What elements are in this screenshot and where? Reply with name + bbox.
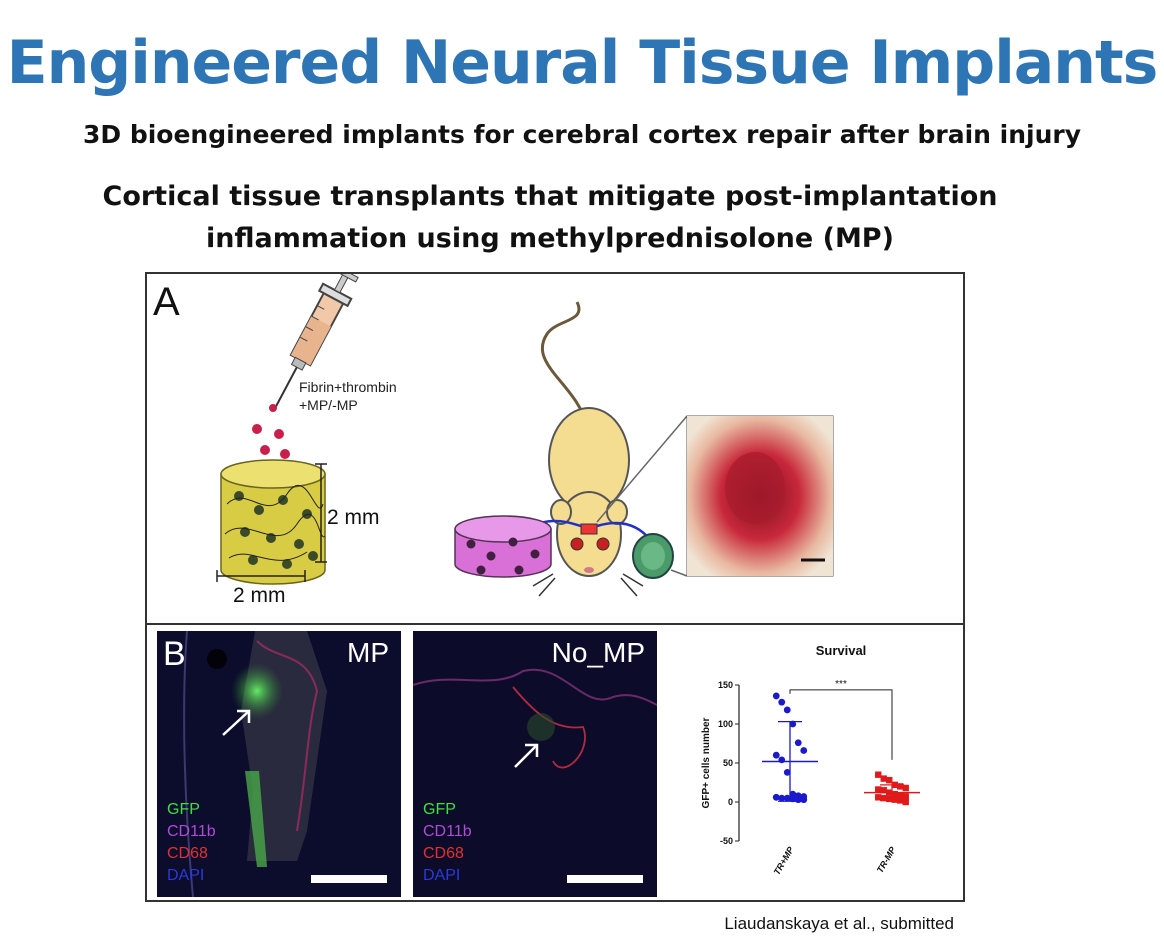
data-point-0-1 [778,698,786,706]
data-point-1-10 [897,792,904,799]
data-point-0-17 [800,796,808,804]
citation: Liaudanskaya et al., submitted [724,914,954,933]
legend-dapi-2: DAPI [423,867,461,884]
slide-subtitle: 3D bioengineered implants for cerebral c… [82,120,1082,149]
y-tick-label-0: -50 [720,836,733,846]
surgical-photo [686,415,834,577]
data-point-1-13 [880,794,887,802]
data-point-0-4 [794,739,802,747]
legend-dapi: DAPI [167,867,205,884]
heading-line-1: Cortical tissue transplants that mitigat… [102,181,998,212]
data-point-0-7 [778,756,786,764]
data-point-0-2 [783,706,791,714]
height-dimension-label: 2 mm [327,506,380,529]
syringe-label-1: Fibrin+thrombin [299,379,397,395]
y-tick-label-3: 100 [718,719,733,729]
heading-line-2: inflammation using methylprednisolone (M… [206,223,894,254]
y-tick-label-1: 0 [728,797,733,807]
legend-cd68-2: CD68 [423,845,464,862]
legend-cd11b-2: CD11b [423,823,472,840]
significance-label: *** [835,679,847,690]
syringe-label-2: +MP/-MP [299,397,358,413]
panel-a-illustration [216,274,834,597]
data-point-1-7 [880,787,887,794]
y-tick-label-4: 150 [718,680,733,690]
legend-gfp: GFP [167,801,200,818]
chart-title: Survival [816,643,867,658]
panel-a-letter: A [153,280,180,324]
legend-gfp-2: GFP [423,801,456,818]
syringe-icon [274,274,359,409]
data-point-0-0 [772,692,780,700]
micrograph-mp-title: MP [347,637,389,668]
data-point-0-9 [789,790,797,798]
data-point-1-11 [902,793,909,800]
data-point-1-15 [891,796,898,803]
data-point-0-14 [783,794,791,802]
y-axis-label: GFP+ cells number [701,717,712,808]
legend-cd68: CD68 [167,845,208,862]
data-point-1-12 [875,794,882,801]
stain-legend-2: GFP CD11b CD68 DAPI [423,799,472,887]
data-point-1-17 [902,798,909,806]
slide-heading: Cortical tissue transplants that mitigat… [60,176,1040,260]
significance-bracket [789,689,893,760]
data-point-1-0 [875,771,882,778]
micrograph-mp: B MP GFP CD11b CD68 DAPI [157,631,401,897]
implant-cylinder [454,515,552,578]
stain-legend: GFP CD11b CD68 DAPI [167,799,216,887]
data-point-1-2 [886,776,893,784]
micrograph-no-mp: No_MP GFP CD11b CD68 DAPI [413,631,657,897]
slide-title: Engineered Neural Tissue Implants [6,28,1159,98]
data-point-1-6 [875,786,882,793]
y-tick-label-2: 50 [723,758,733,768]
legend-cd11b: CD11b [167,823,216,840]
panel-b-letter: B [163,635,186,673]
panel-divider [147,623,963,625]
micrograph-nomp-title: No_MP [551,637,645,668]
data-point-0-12 [772,793,780,801]
data-point-1-5 [902,784,909,792]
figure-frame: A [145,272,965,902]
scaffold-cylinder [220,459,326,585]
scale-bar [311,875,387,883]
data-point-0-5 [800,747,808,754]
data-point-1-1 [880,775,887,782]
width-dimension-label: 2 mm [233,584,286,607]
scale-bar-2 [567,875,643,883]
data-point-1-9 [891,791,898,798]
x-tick-label-0: TR+MP [772,844,797,876]
data-point-0-8 [783,768,791,776]
data-point-0-13 [778,794,786,802]
data-point-0-6 [772,751,780,759]
data-point-1-14 [886,795,893,803]
x-tick-label-1: TR-MP [875,844,898,875]
data-point-1-4 [897,783,904,790]
